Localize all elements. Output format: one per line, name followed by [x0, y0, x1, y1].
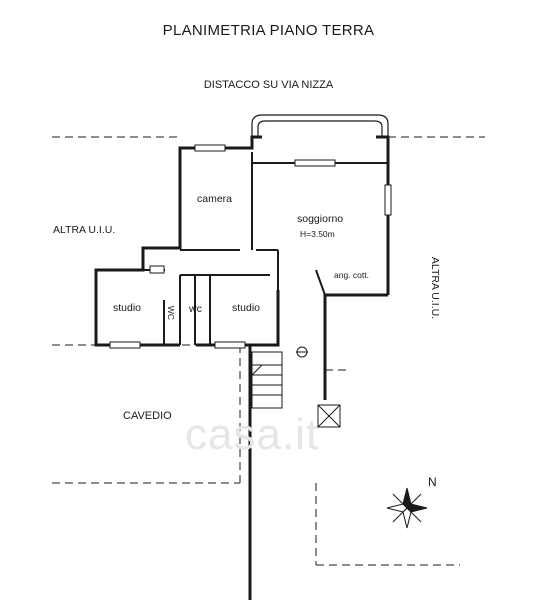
room-studio-right: studio [232, 302, 261, 314]
adjacent-unit-left: ALTRA U.I.U. [53, 224, 116, 236]
north-compass-icon [386, 487, 428, 529]
balcony-bay [251, 114, 389, 137]
north-label: N [428, 475, 437, 489]
room-wc-vertical: WC [166, 305, 177, 321]
courtyard-label: CAVEDIO [123, 410, 172, 422]
watermark-logo: casa.it [185, 410, 319, 460]
street-label: DISTACCO SU VIA NIZZA [203, 79, 334, 91]
room-camera: camera [197, 193, 233, 205]
windows [109, 144, 392, 349]
room-wc: wc [189, 303, 202, 315]
room-soggiorno: soggiorno [297, 213, 344, 225]
boundary-lines [52, 136, 485, 566]
stairs [251, 351, 283, 409]
room-studio-left: studio [113, 302, 142, 314]
adjacent-unit-right: ALTRA U.I.U. [429, 256, 442, 320]
room-angolo-cottura: ang. cott. [334, 270, 369, 280]
room-soggiorno-height: H=3.50m [300, 229, 335, 239]
interior-walls [143, 152, 388, 345]
plan-title: PLANIMETRIA PIANO TERRA [162, 22, 375, 39]
exterior-walls [94, 135, 390, 600]
service-elements [296, 346, 341, 428]
watermark-text: casa.it [185, 410, 320, 459]
